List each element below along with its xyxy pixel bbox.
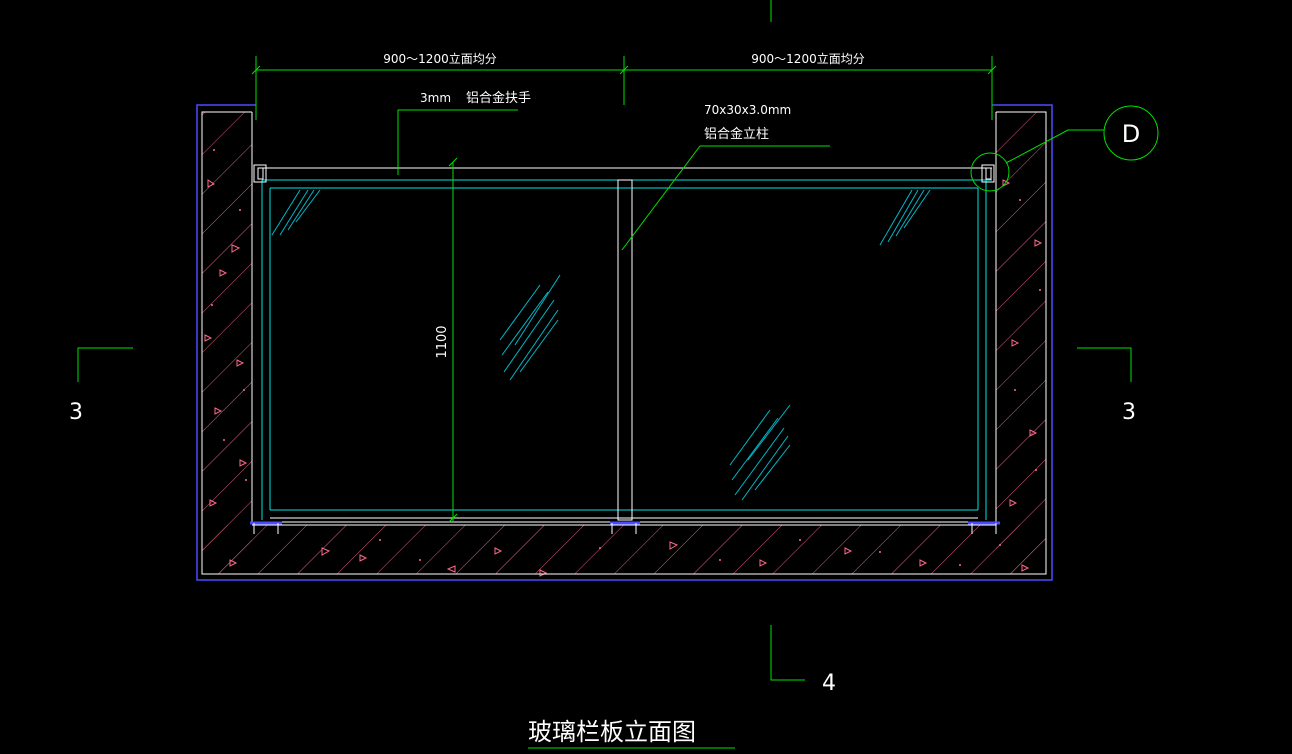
right-span-dimension: 900～1200立面均分 (751, 51, 864, 66)
left-span-dimension: 900～1200立面均分 (383, 51, 496, 66)
post-size-label: 70x30x3.0mm (704, 103, 791, 117)
section-mark-bottom: 4 (822, 671, 836, 696)
post-name-label: 铝合金立柱 (704, 126, 769, 142)
dimension-lines (77, 0, 1159, 749)
wall-inner-outline (201, 111, 1047, 575)
concrete-wall-hatch (202, 112, 1046, 577)
wall-outline (196, 104, 1053, 581)
handrail-end-fittings (253, 164, 995, 183)
section-mark-left: 3 (69, 400, 83, 425)
handrail-size-label: 3mm (420, 91, 451, 105)
detail-callout-label: D (1122, 120, 1140, 148)
handrail-name-label: 铝合金扶手 (466, 90, 531, 106)
section-mark-right: 3 (1122, 400, 1136, 425)
drawing-title: 玻璃栏板立面图 (528, 718, 696, 746)
glass-frame (261, 167, 992, 521)
anchor-bolts (253, 523, 997, 534)
height-dimension: 1100 (435, 325, 450, 358)
glass-reflection-marks (271, 189, 931, 501)
